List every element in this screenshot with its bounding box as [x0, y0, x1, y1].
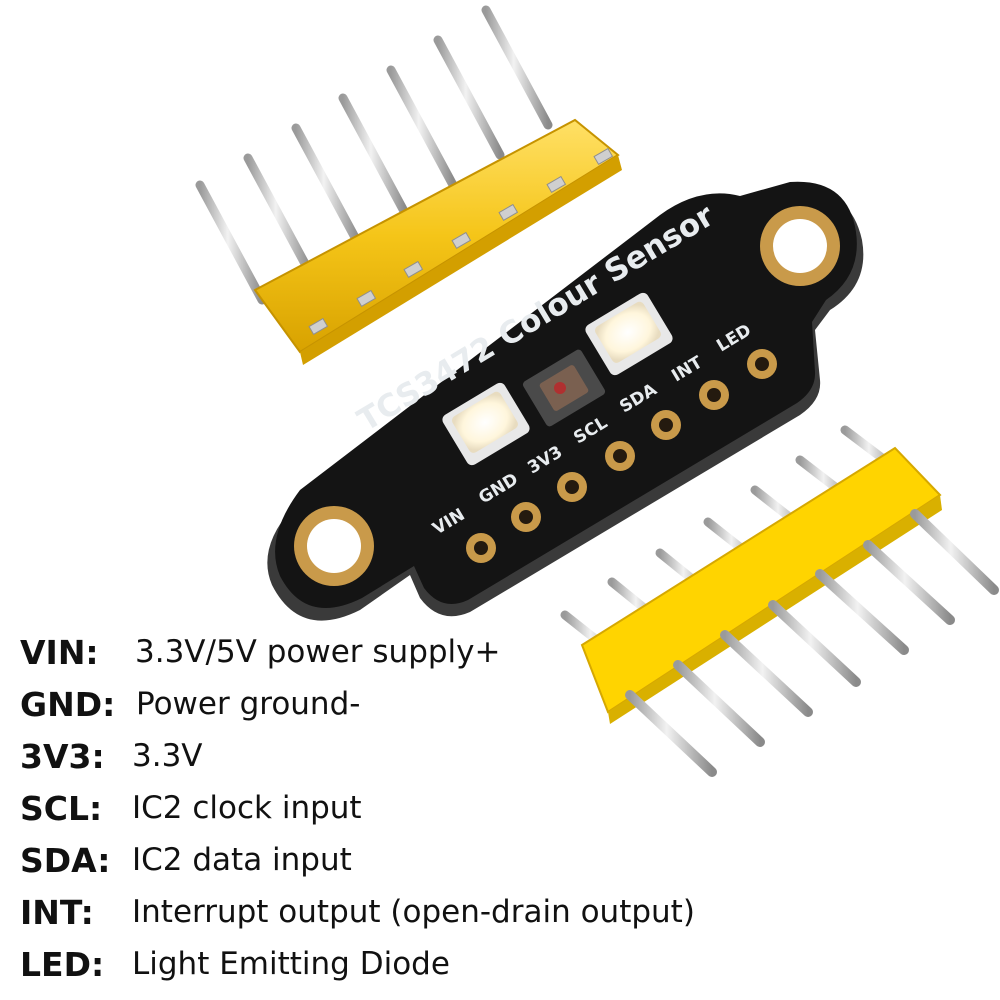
- led-left: [442, 382, 530, 466]
- pin-desc-sda: IC2 data input: [132, 842, 352, 878]
- pin-desc-led: Light Emitting Diode: [132, 946, 450, 982]
- top-header-pin-stubs: [308, 147, 614, 336]
- mounting-hole-left: [294, 506, 374, 586]
- led-right: [585, 292, 673, 376]
- mounting-hole-right: [760, 206, 840, 286]
- pad-sda: [651, 410, 681, 440]
- pad-gnd: [511, 502, 541, 532]
- pin-name-3v3: 3V3:: [20, 736, 105, 776]
- pin-name-int: INT:: [20, 892, 94, 932]
- pin-row-int: INT: Interrupt output (open-drain output…: [20, 886, 880, 938]
- pad-vin: [466, 533, 496, 563]
- pin-row-vin: VIN: 3.3V/5V power supply+: [20, 626, 880, 678]
- pin-desc-3v3: 3.3V: [132, 738, 203, 774]
- pin-row-sda: SDA: IC2 data input: [20, 834, 880, 886]
- pin-name-vin: VIN:: [20, 632, 99, 672]
- pad-int: [699, 380, 729, 410]
- pin-description-list: VIN: 3.3V/5V power supply+ GND: Power gr…: [20, 626, 880, 990]
- pin-desc-int: Interrupt output (open-drain output): [132, 894, 695, 930]
- top-pin-header: [195, 5, 622, 365]
- pin-desc-gnd: Power ground-: [136, 686, 361, 722]
- pad-scl: [605, 441, 635, 471]
- pin-row-scl: SCL: IC2 clock input: [20, 782, 880, 834]
- pin-desc-scl: IC2 clock input: [132, 790, 362, 826]
- pin-row-3v3: 3V3: 3.3V: [20, 730, 880, 782]
- pad-3v3: [557, 472, 587, 502]
- sensor-board: TCS3472 Colour Sensor VIN: [267, 181, 864, 621]
- pin-name-led: LED:: [20, 944, 105, 984]
- top-header-pins: [195, 5, 553, 305]
- bottom-header-pins-front: [625, 509, 999, 777]
- tcs3472-chip: [522, 349, 606, 427]
- pin-desc-vin: 3.3V/5V power supply+: [135, 634, 501, 670]
- pin-row-led: LED: Light Emitting Diode: [20, 938, 880, 990]
- pin-name-sda: SDA:: [20, 840, 111, 880]
- pin-row-gnd: GND: Power ground-: [20, 678, 880, 730]
- pin-pads: [466, 349, 777, 563]
- bottom-pin-header: [560, 425, 999, 777]
- pin-name-scl: SCL:: [20, 788, 103, 828]
- pad-led: [747, 349, 777, 379]
- pin-name-gnd: GND:: [20, 684, 116, 724]
